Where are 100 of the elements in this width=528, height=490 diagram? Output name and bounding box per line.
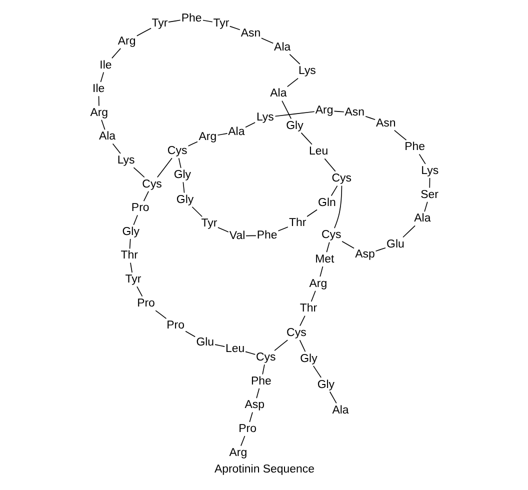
connector: [319, 266, 323, 277]
node-text: Pro: [130, 202, 149, 214]
node-text: Ala: [274, 41, 290, 54]
connector: [330, 185, 338, 196]
node-text: Lys: [420, 165, 438, 178]
node-text: Asn: [375, 117, 396, 130]
node-text: Cys: [331, 172, 351, 185]
node-text: Cys: [142, 178, 162, 190]
connector: [324, 158, 336, 172]
node-text: Arg: [228, 446, 247, 459]
connector: [156, 158, 172, 178]
node-text: Gly: [300, 352, 317, 365]
node-text: Ile: [92, 83, 104, 96]
connector: [334, 185, 342, 229]
connector: [281, 100, 292, 120]
node-text: Leu: [308, 146, 328, 158]
node-text: Gln: [318, 196, 336, 209]
node-text: Phe: [256, 230, 277, 242]
node-text: Ala: [414, 212, 430, 225]
connector: [260, 38, 274, 44]
connector: [229, 26, 240, 30]
connector: [216, 133, 228, 136]
connector: [393, 130, 406, 141]
node-text: Cys: [286, 326, 306, 339]
connector: [333, 110, 344, 112]
node-text: Pro: [238, 423, 256, 436]
connector: [312, 366, 322, 378]
connector: [217, 227, 228, 232]
connector: [298, 340, 306, 352]
node-text: Pro: [136, 297, 154, 310]
connector: [374, 247, 386, 252]
node-text: Ser: [420, 188, 438, 201]
connector: [191, 206, 202, 218]
node-text: Thr: [288, 217, 306, 230]
node-text: Thr: [299, 302, 317, 315]
connector: [274, 340, 288, 351]
connector: [112, 143, 120, 154]
connector: [277, 226, 288, 232]
node-text: Cys: [166, 145, 187, 158]
connector: [136, 286, 142, 297]
node-text: Glu: [196, 336, 214, 349]
connector: [184, 330, 196, 338]
connector: [111, 48, 120, 59]
connector: [286, 78, 298, 88]
diagram-title: Aprotinin Sequence: [214, 463, 314, 476]
node-text: Ala: [270, 88, 286, 100]
connector: [424, 201, 428, 212]
node-text: Tyr: [200, 218, 217, 230]
connector: [418, 154, 426, 164]
connector: [240, 436, 245, 446]
connector: [274, 111, 314, 117]
connector: [402, 225, 415, 238]
node-text: Gly: [316, 378, 334, 391]
node-text: Gly: [173, 169, 191, 182]
connector: [132, 167, 144, 178]
node-text: Asp: [244, 399, 264, 412]
node-text: Pro: [166, 320, 184, 332]
node-text: Arg: [308, 278, 327, 290]
connector: [262, 364, 264, 375]
node-text: Glu: [386, 238, 404, 251]
connector: [364, 116, 376, 120]
connector: [245, 235, 256, 236]
node-text: Cys: [321, 229, 341, 242]
node-text: Asn: [240, 27, 260, 40]
connector: [154, 310, 166, 319]
node-text: Ala: [98, 130, 116, 143]
connector: [341, 240, 354, 249]
connector: [182, 182, 184, 194]
node-text: Tyr: [212, 17, 229, 30]
node-text: Phe: [180, 12, 202, 24]
connector: [244, 122, 255, 128]
node-text: Cys: [256, 352, 276, 364]
connector: [306, 209, 317, 217]
node-text: Ala: [332, 404, 348, 416]
node-text: Met: [314, 253, 334, 266]
connector: [328, 391, 336, 404]
connector: [132, 214, 138, 226]
connector: [428, 178, 430, 188]
node-text: Ala: [228, 126, 244, 138]
connector: [136, 28, 151, 36]
node-text: Lys: [256, 111, 274, 124]
node-text: Gly: [122, 226, 139, 238]
node-text: Arg: [198, 130, 216, 143]
connector: [100, 72, 104, 82]
node-text: Tyr: [151, 18, 168, 30]
node-text: Gly: [176, 194, 194, 206]
node-text: Phe: [404, 141, 425, 154]
node-text: Ile: [99, 59, 112, 72]
connector: [202, 20, 212, 22]
node-text: Phe: [250, 375, 271, 388]
node-text: Arg: [117, 35, 136, 48]
node-text: Tyr: [124, 274, 141, 286]
node-text: Arg: [314, 104, 333, 117]
connector: [248, 412, 252, 422]
connector: [310, 290, 316, 302]
connector: [98, 96, 99, 106]
connector: [168, 20, 180, 22]
node-text: Asp: [354, 248, 374, 261]
node-text: Lys: [116, 154, 134, 166]
node-text: Leu: [225, 342, 244, 355]
